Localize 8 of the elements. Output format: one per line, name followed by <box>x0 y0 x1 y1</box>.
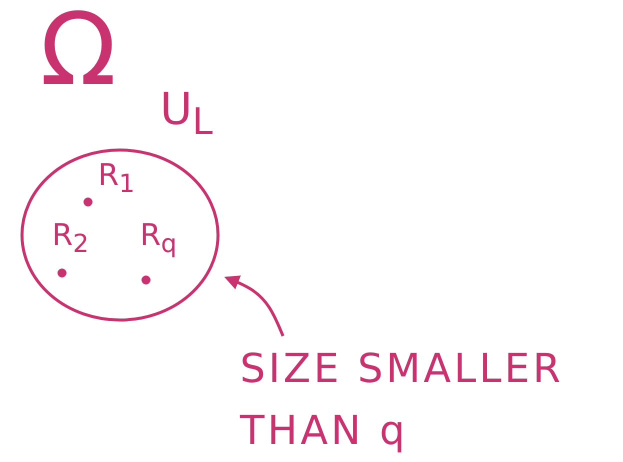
point-label: R$_{2}$ <box>52 218 89 258</box>
point-label: R$_{1}$ <box>98 158 135 198</box>
arrow <box>224 276 284 337</box>
point-label: R$_{q}$ <box>140 218 177 258</box>
set-label: U$_{L}$ <box>160 88 213 140</box>
circle-set <box>20 148 220 322</box>
note-text: SIZE SMALLER THAN q <box>240 345 564 456</box>
omega-symbol: Ω <box>40 0 116 100</box>
